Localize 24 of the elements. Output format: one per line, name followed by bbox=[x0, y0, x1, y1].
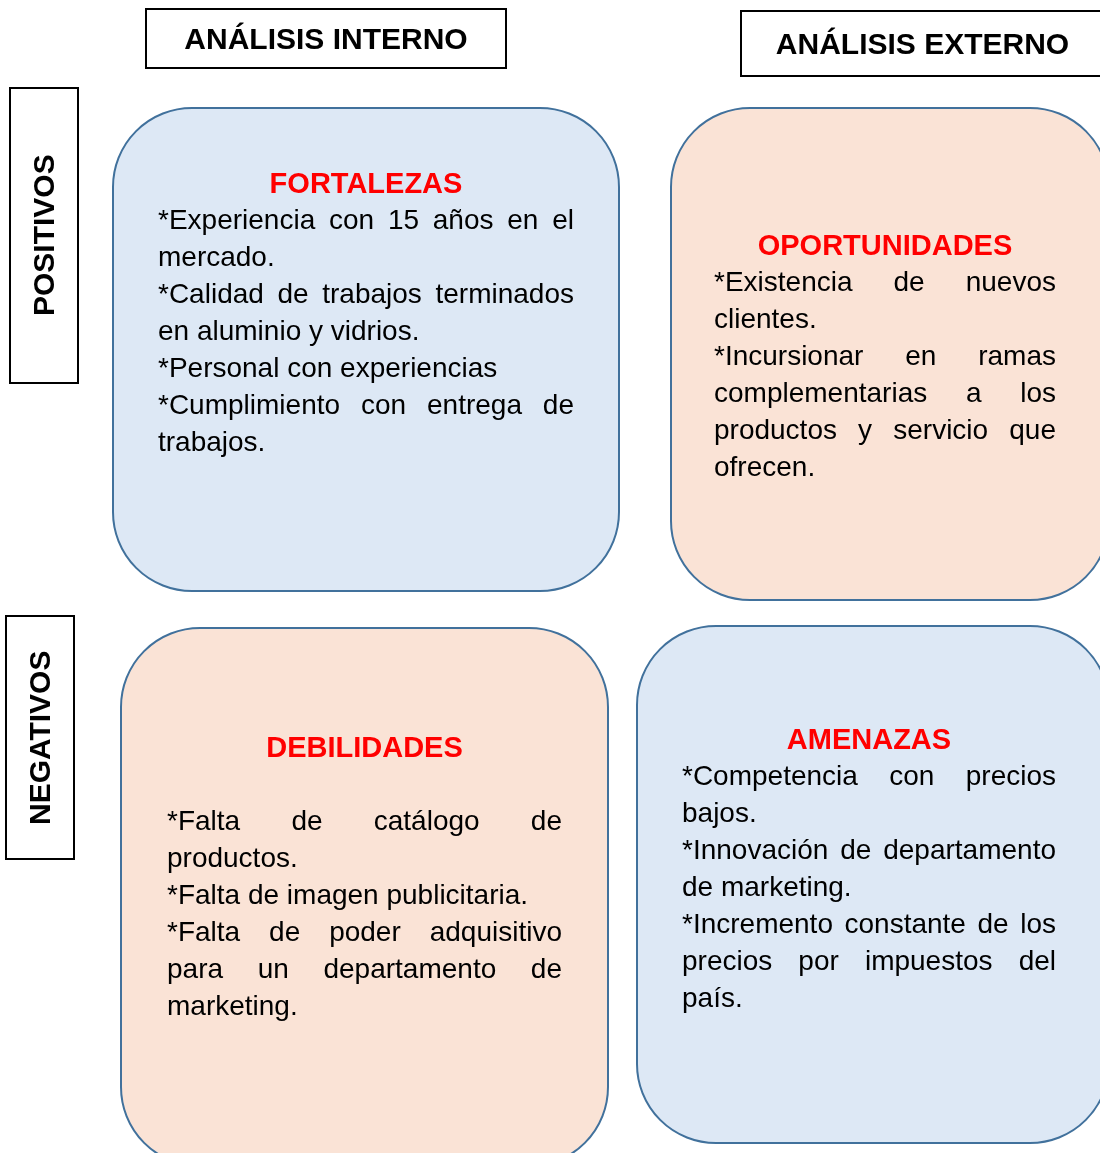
quadrant-title: AMENAZAS bbox=[785, 722, 953, 757]
quadrant-card bbox=[112, 107, 620, 592]
list-item: *Falta de imagen publicitaria. bbox=[167, 878, 530, 912]
list-item: *Incremento constante de los precios por impuestos del país. bbox=[682, 907, 1056, 1015]
list-item: *Falta de poder adquisitivo para un departamento de marketing. bbox=[167, 915, 562, 1023]
quadrant-card bbox=[636, 625, 1100, 1144]
list-item: *Existencia de nuevos clientes. bbox=[714, 265, 1056, 336]
list-item: *Personal con experiencias bbox=[158, 351, 499, 385]
quadrant-card bbox=[120, 627, 609, 1153]
quadrant-card bbox=[670, 107, 1100, 601]
list-item: *Experiencia con 15 años en el mercado. bbox=[158, 203, 574, 274]
quadrant-title: DEBILIDADES bbox=[265, 730, 464, 765]
list-item: *Falta de catálogo de productos. bbox=[167, 804, 562, 875]
list-item: *Incursionar en ramas complementarias a los productos y servicio que ofrecen. bbox=[714, 339, 1056, 484]
list-item: *Cumplimiento con entrega de trabajos. bbox=[158, 388, 574, 459]
quadrant-title: OPORTUNIDADES bbox=[756, 228, 1014, 263]
list-item: *Competencia con precios bajos. bbox=[682, 759, 1056, 830]
quadrant-title: FORTALEZAS bbox=[268, 166, 464, 201]
list-item: *Calidad de trabajos terminados en aluminio y vidrios. bbox=[158, 277, 574, 348]
column-header: ANÁLISIS EXTERNO bbox=[740, 10, 1100, 77]
row-header: POSITIVOS bbox=[9, 87, 79, 384]
column-header: ANÁLISIS INTERNO bbox=[145, 8, 507, 69]
row-header: NEGATIVOS bbox=[5, 615, 75, 860]
list-item: *Innovación de departamento de marketing. bbox=[682, 833, 1056, 904]
